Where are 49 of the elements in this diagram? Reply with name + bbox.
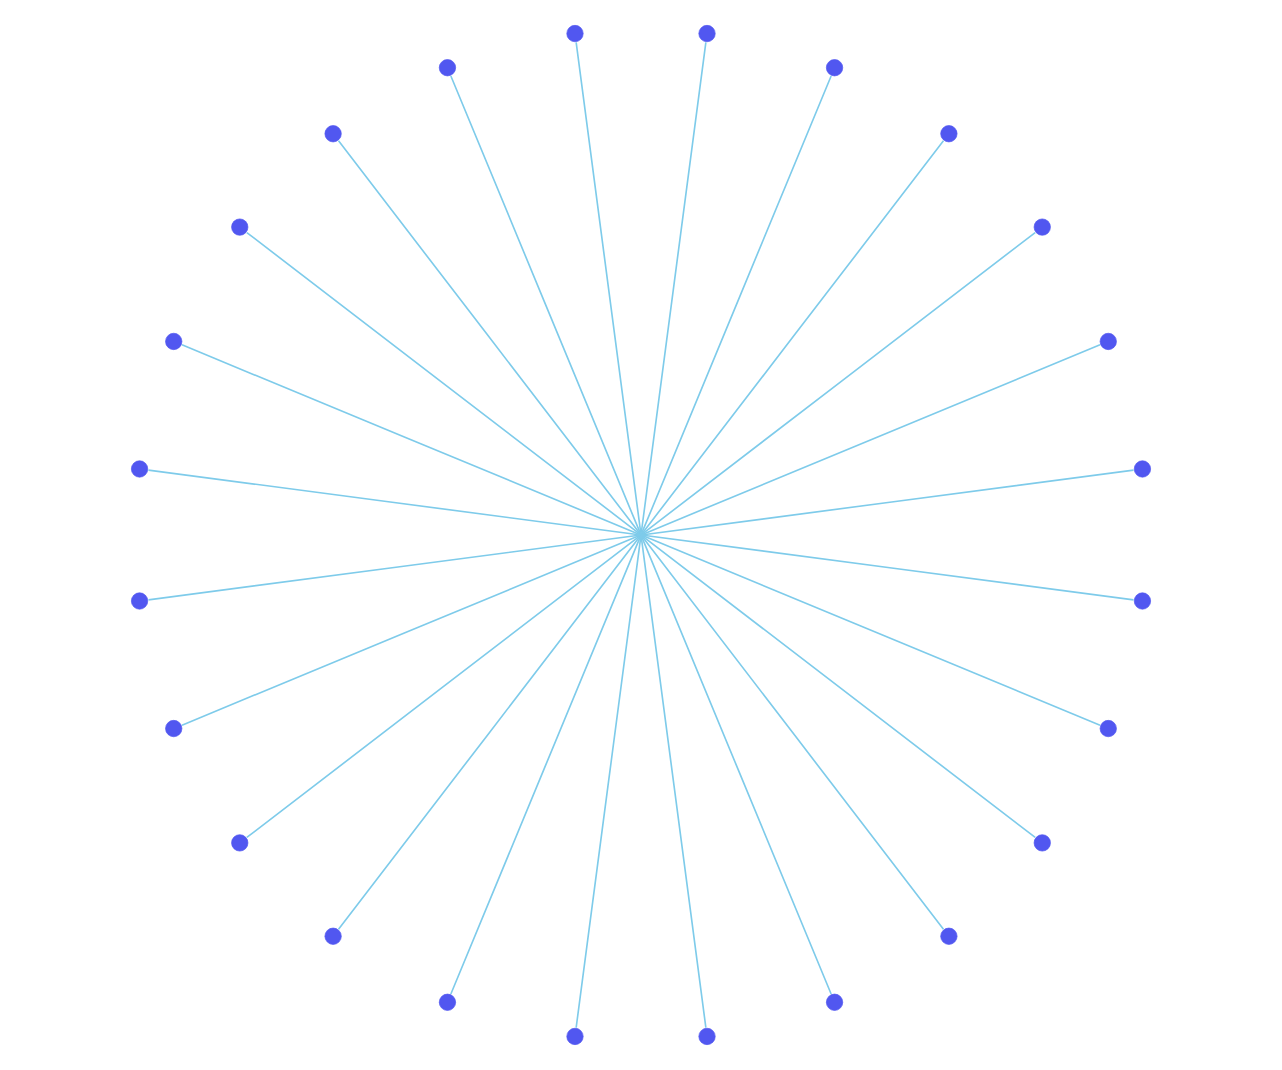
node-circle — [1099, 332, 1117, 350]
node-circle — [438, 993, 456, 1011]
node-circle — [1033, 218, 1051, 236]
node-circle — [698, 1027, 716, 1045]
connector — [642, 344, 1101, 535]
node-circle — [826, 993, 844, 1011]
node-circle — [131, 460, 149, 478]
connector — [641, 535, 1036, 839]
connector — [641, 140, 945, 535]
connector — [246, 535, 641, 839]
node-circle — [165, 720, 183, 738]
connector — [640, 536, 707, 1029]
connector — [181, 535, 640, 726]
node-circle — [1033, 834, 1051, 852]
node-circle — [566, 25, 584, 43]
node-circle — [1133, 460, 1151, 478]
node-circle — [231, 834, 249, 852]
node-circle — [324, 927, 342, 945]
node-circle — [940, 927, 958, 945]
connector — [337, 140, 641, 535]
connector — [641, 231, 1036, 535]
node-point — [638, 532, 644, 538]
connector — [575, 536, 642, 1029]
node-circle — [1133, 592, 1151, 610]
connector — [575, 41, 642, 534]
connector — [246, 231, 641, 535]
connector — [450, 536, 641, 995]
node-circle — [826, 59, 844, 77]
node-circle — [698, 25, 716, 43]
connector — [147, 469, 640, 536]
connector — [642, 534, 1135, 601]
connector — [147, 534, 640, 601]
node-circle — [566, 1027, 584, 1045]
connector — [642, 535, 1101, 726]
connector — [337, 535, 641, 930]
connector — [641, 536, 832, 995]
node-circle — [940, 125, 958, 143]
connector — [450, 75, 641, 534]
node-circle — [1099, 720, 1117, 738]
connector — [640, 41, 707, 534]
connector — [181, 344, 640, 535]
connector — [641, 535, 945, 930]
node-circle — [165, 332, 183, 350]
connector — [642, 469, 1135, 536]
node-circle — [131, 592, 149, 610]
node-circle — [438, 59, 456, 77]
node-circle — [324, 125, 342, 143]
connector — [641, 75, 832, 534]
node-circle — [231, 218, 249, 236]
